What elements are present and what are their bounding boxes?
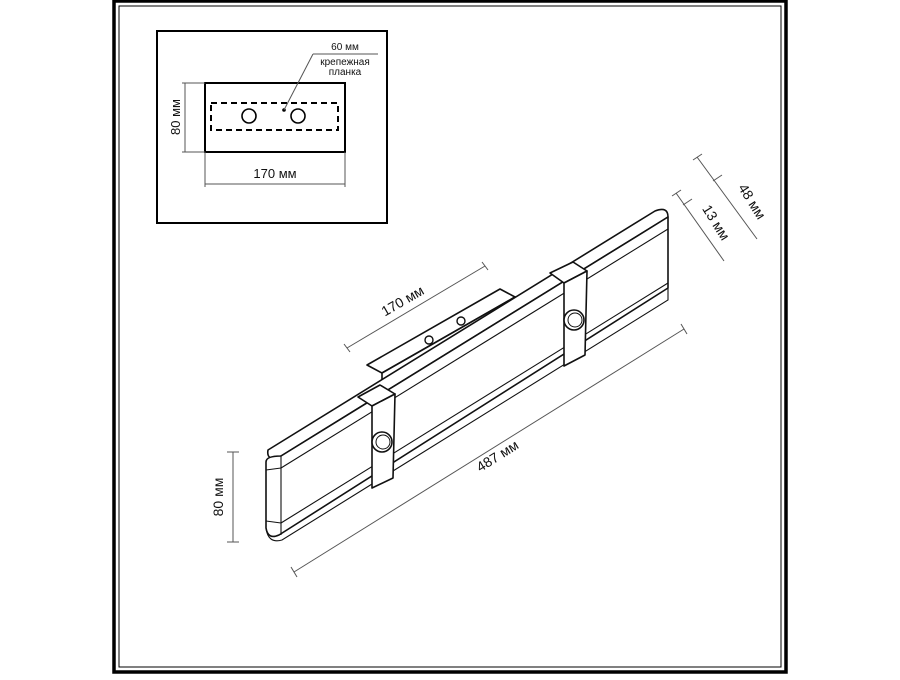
left-bracket	[357, 384, 396, 489]
total-length-label: 487 мм	[473, 437, 521, 475]
inset-height-label: 80 мм	[168, 99, 183, 135]
inset-top-view: 60 мм крепежная планка 80 мм 170 мм	[156, 30, 388, 224]
lamp-panel	[265, 208, 669, 542]
mounting-plate-outline	[210, 102, 339, 131]
inset-mounting-plate-label-2: планка	[329, 67, 362, 78]
bracket-knob-icon	[563, 309, 585, 331]
depth-panel-label: 13 мм	[699, 202, 733, 243]
right-bracket	[549, 261, 588, 367]
dimension-depth: 48 мм 13 мм	[671, 153, 769, 262]
lamp-isometric-view: 170 мм 487 мм 80 мм 48 мм 13 мм	[210, 153, 769, 578]
backplate-length-label: 170 мм	[378, 282, 426, 319]
height-label: 80 мм	[210, 478, 226, 517]
inset-mounting-plate-label: крепежная	[320, 57, 370, 68]
mounting-hole-icon	[290, 108, 306, 124]
dimension-height: 80 мм	[210, 451, 239, 543]
inset-width-label: 170 мм	[253, 166, 296, 181]
inset-mounting-width-label: 60 мм	[331, 42, 359, 53]
inset-body-outline	[204, 82, 346, 153]
mounting-hole-icon	[241, 108, 257, 124]
bracket-knob-icon	[371, 431, 393, 453]
sheet-frame	[112, 0, 788, 674]
